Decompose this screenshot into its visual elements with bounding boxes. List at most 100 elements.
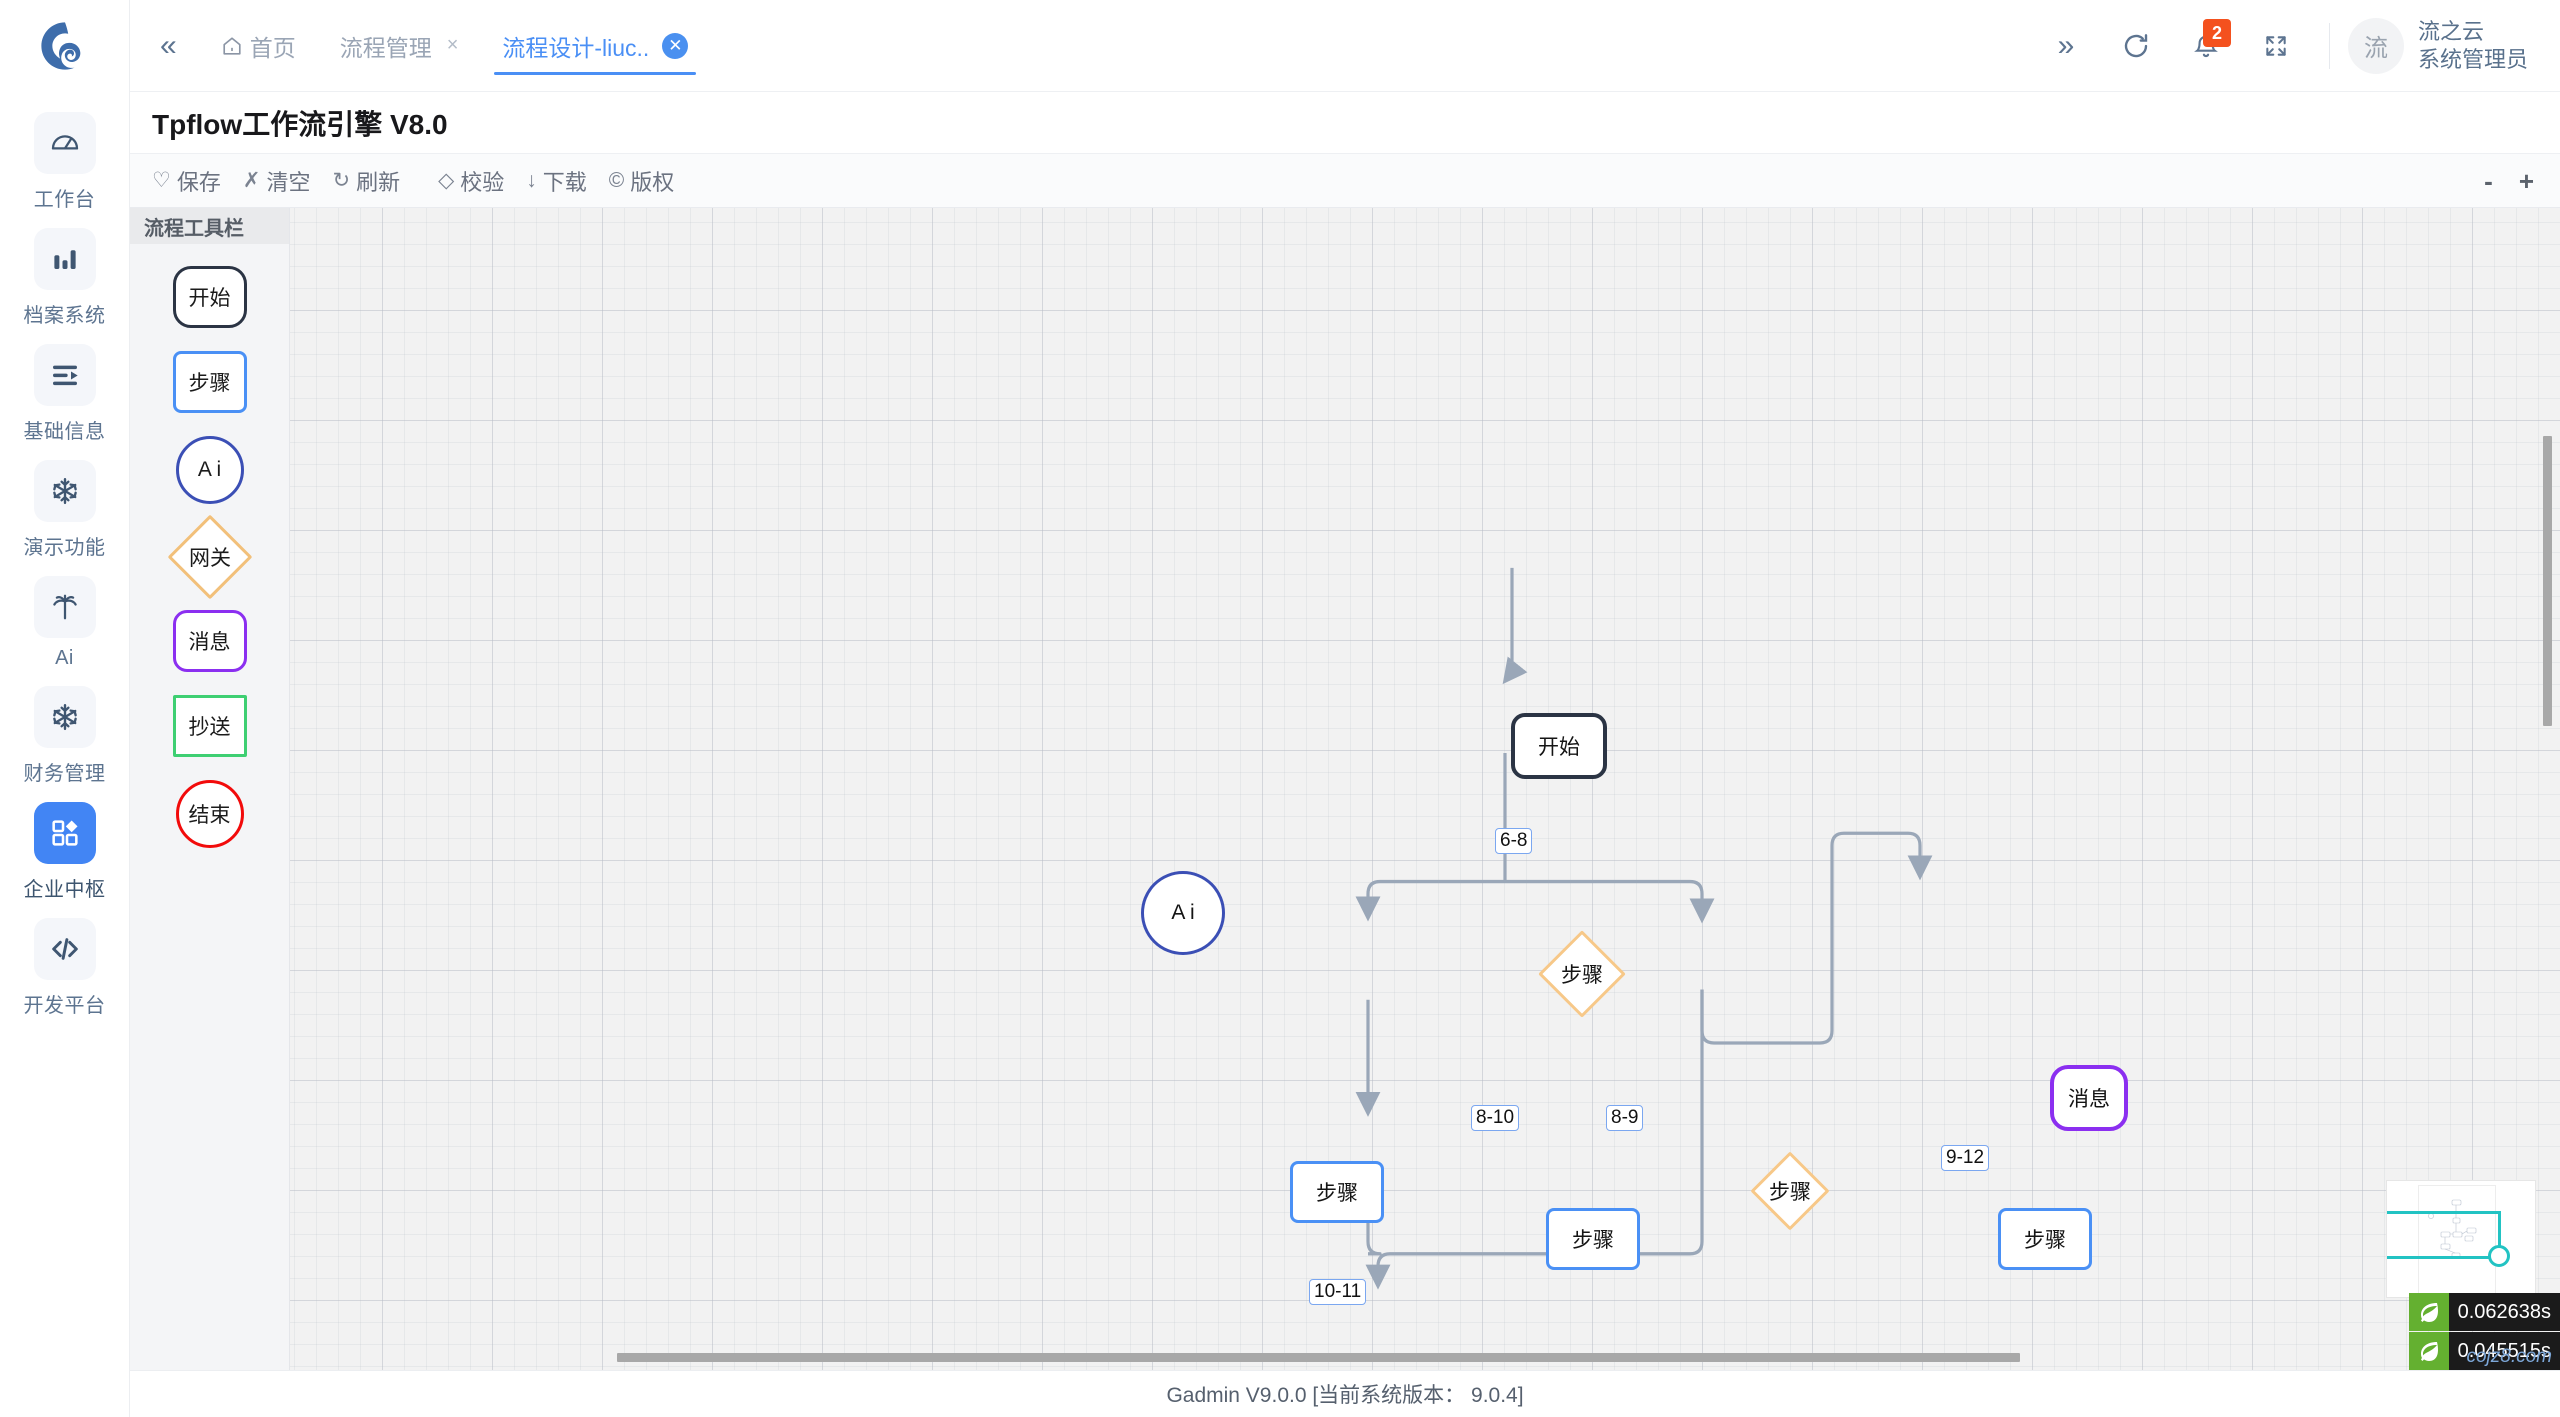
flow-node-step-free[interactable]: 步骤 xyxy=(1546,1208,1640,1270)
sidebar-item-label: 开发平台 xyxy=(23,995,106,1017)
code-icon xyxy=(33,918,96,980)
flow-node-step-13[interactable]: 步骤 xyxy=(1998,1208,2092,1270)
palette-node-ai[interactable]: A i xyxy=(175,436,244,504)
copyright-button[interactable]: © 版权 xyxy=(609,165,675,197)
action-label: 校验 xyxy=(460,169,505,195)
palette-node-gateway[interactable]: 网关 xyxy=(167,514,252,600)
tab-label: 流程管理 xyxy=(339,34,432,61)
close-icon[interactable]: ✕ xyxy=(662,32,689,59)
edge-9-12 xyxy=(1700,831,1933,1045)
validate-button[interactable]: ◇ 校验 xyxy=(438,165,504,197)
snowflake-icon xyxy=(33,686,96,748)
flow-node-label: 步骤 xyxy=(1561,964,1603,987)
edge-label-9-12[interactable]: 9-12 xyxy=(1941,1145,1990,1171)
header-actions: » 2 xyxy=(2031,11,2534,81)
minimap-viewport[interactable] xyxy=(2387,1211,2501,1259)
vertical-scrollbar[interactable] xyxy=(2543,436,2552,726)
sidebar-item-finance[interactable]: 财务管理 xyxy=(0,686,130,786)
edge-label-6-8[interactable]: 6-8 xyxy=(1495,828,1533,854)
flow-node-label: 步骤 xyxy=(2024,1229,2066,1252)
home-icon xyxy=(221,35,243,57)
flow-node-label: 开始 xyxy=(1538,736,1580,759)
double-chevron-left-icon[interactable]: « xyxy=(160,28,177,62)
flow-node-label: 步骤 xyxy=(1316,1182,1358,1205)
tab-label: 首页 xyxy=(249,34,296,61)
download-button[interactable]: ↓ 下载 xyxy=(526,165,587,197)
leaf-icon xyxy=(2408,1332,2449,1370)
palette-node-start[interactable]: 开始 xyxy=(172,266,247,328)
fullscreen-icon[interactable] xyxy=(2241,11,2311,81)
horizontal-scrollbar[interactable] xyxy=(617,1353,2020,1362)
palette-node-step[interactable]: 步骤 xyxy=(172,351,247,413)
palette-node-label: 网关 xyxy=(188,547,231,570)
palette-node-label: 开始 xyxy=(188,287,231,310)
tab-process-management[interactable]: 流程管理 × xyxy=(318,0,481,92)
minimap-page xyxy=(2418,1185,2496,1295)
avatar: 流 xyxy=(2347,17,2404,74)
refresh-arrow-icon: ↻ xyxy=(332,169,351,192)
sidebar-item-basic-info[interactable]: 基础信息 xyxy=(0,344,130,444)
zoom-controls: - + xyxy=(2484,168,2560,194)
edge-label-8-10[interactable]: 8-10 xyxy=(1471,1105,1520,1131)
sidebar-item-workbench[interactable]: 工作台 xyxy=(0,112,130,212)
user-info: 流之云 系统管理员 xyxy=(2418,18,2528,73)
refresh-icon[interactable] xyxy=(2101,11,2171,81)
close-icon[interactable]: × xyxy=(446,34,459,56)
flow-canvas-grid[interactable] xyxy=(290,208,2560,1370)
palette-title: 流程工具栏 xyxy=(130,208,289,244)
perf-row: 0.045515s xyxy=(2370,1332,2560,1370)
diamond-icon: ◇ xyxy=(438,169,455,192)
tab-bar: 首页 流程管理 × 流程设计-liuc.. ✕ xyxy=(199,0,711,92)
app-logo[interactable] xyxy=(0,0,130,92)
flow-node-message-12[interactable]: 消息 xyxy=(2050,1065,2128,1131)
double-chevron-right-icon[interactable]: » xyxy=(2057,28,2075,62)
main-column: « 首页 流程管理 × 流程设计-liuc.. ✕ xyxy=(130,0,2560,1417)
bar-chart-icon xyxy=(33,228,96,290)
palette-node-message[interactable]: 消息 xyxy=(172,610,247,672)
perf-time: 0.045515s xyxy=(2448,1332,2560,1370)
flow-node-label: 消息 xyxy=(2068,1088,2110,1111)
edge-8-10 xyxy=(1355,879,1505,922)
sidebar-item-label: 基础信息 xyxy=(23,421,106,443)
flow-canvas-wrapper[interactable]: 开始 步骤 A i 步骤 步骤 步骤 消息 xyxy=(290,208,2560,1370)
palette-node-label: 消息 xyxy=(188,631,231,654)
palette-node-label: 步骤 xyxy=(188,372,231,395)
sidebar-item-dev-platform[interactable]: 开发平台 xyxy=(0,918,130,1018)
clear-button[interactable]: ✗ 清空 xyxy=(243,165,311,197)
zoom-in-button[interactable]: + xyxy=(2518,165,2534,196)
user-menu[interactable]: 流 流之云 系统管理员 xyxy=(2347,17,2534,74)
refresh-button[interactable]: ↻ 刷新 xyxy=(332,165,400,197)
action-label: 版权 xyxy=(630,169,675,195)
spiral-logo-icon xyxy=(40,22,80,70)
sidebar-item-ai[interactable]: Ai xyxy=(0,576,130,670)
tab-process-design[interactable]: 流程设计-liuc.. ✕ xyxy=(480,0,710,92)
tab-home[interactable]: 首页 xyxy=(199,0,318,92)
flow-node-label: 步骤 xyxy=(1572,1229,1614,1252)
zoom-out-button[interactable]: - xyxy=(2484,165,2493,196)
edge-9-7 xyxy=(1365,989,1704,1290)
performance-indicators: 0.062638s 0.045515s xyxy=(2370,1293,2560,1370)
flow-node-ai[interactable]: A i xyxy=(1141,871,1225,955)
edge-label-8-9[interactable]: 8-9 xyxy=(1606,1105,1644,1131)
sidebar-items: 工作台 档案系统 基础信息 xyxy=(0,92,130,1034)
copyright-icon: © xyxy=(608,168,625,192)
minimap-resize-handle[interactable] xyxy=(2488,1245,2510,1267)
action-label: 清空 xyxy=(266,169,311,195)
sidebar-item-label: 档案系统 xyxy=(23,305,106,327)
page-title: Tpflow工作流引擎 V8.0 xyxy=(130,92,2560,154)
palette-node-end[interactable]: 结束 xyxy=(175,780,244,848)
edge-label-10-11[interactable]: 10-11 xyxy=(1309,1279,1367,1305)
sidebar-item-archive[interactable]: 档案系统 xyxy=(0,228,130,328)
flow-node-step-10[interactable]: 步骤 xyxy=(1290,1161,1384,1223)
palette-node-cc[interactable]: 抄送 xyxy=(172,695,247,757)
sidebar-item-enterprise-hub[interactable]: 企业中枢 xyxy=(0,802,130,902)
heart-icon: ♡ xyxy=(152,169,171,192)
flow-minimap[interactable] xyxy=(2386,1180,2536,1298)
sidebar-item-label: 财务管理 xyxy=(23,763,106,785)
sidebar-item-demo[interactable]: 演示功能 xyxy=(0,460,130,560)
save-button[interactable]: ♡ 保存 xyxy=(152,165,221,197)
flow-node-start[interactable]: 开始 xyxy=(1511,713,1607,779)
edge-11-7-stub xyxy=(1366,1195,1382,1256)
action-label: 刷新 xyxy=(356,169,401,195)
bell-icon[interactable]: 2 xyxy=(2171,11,2241,81)
